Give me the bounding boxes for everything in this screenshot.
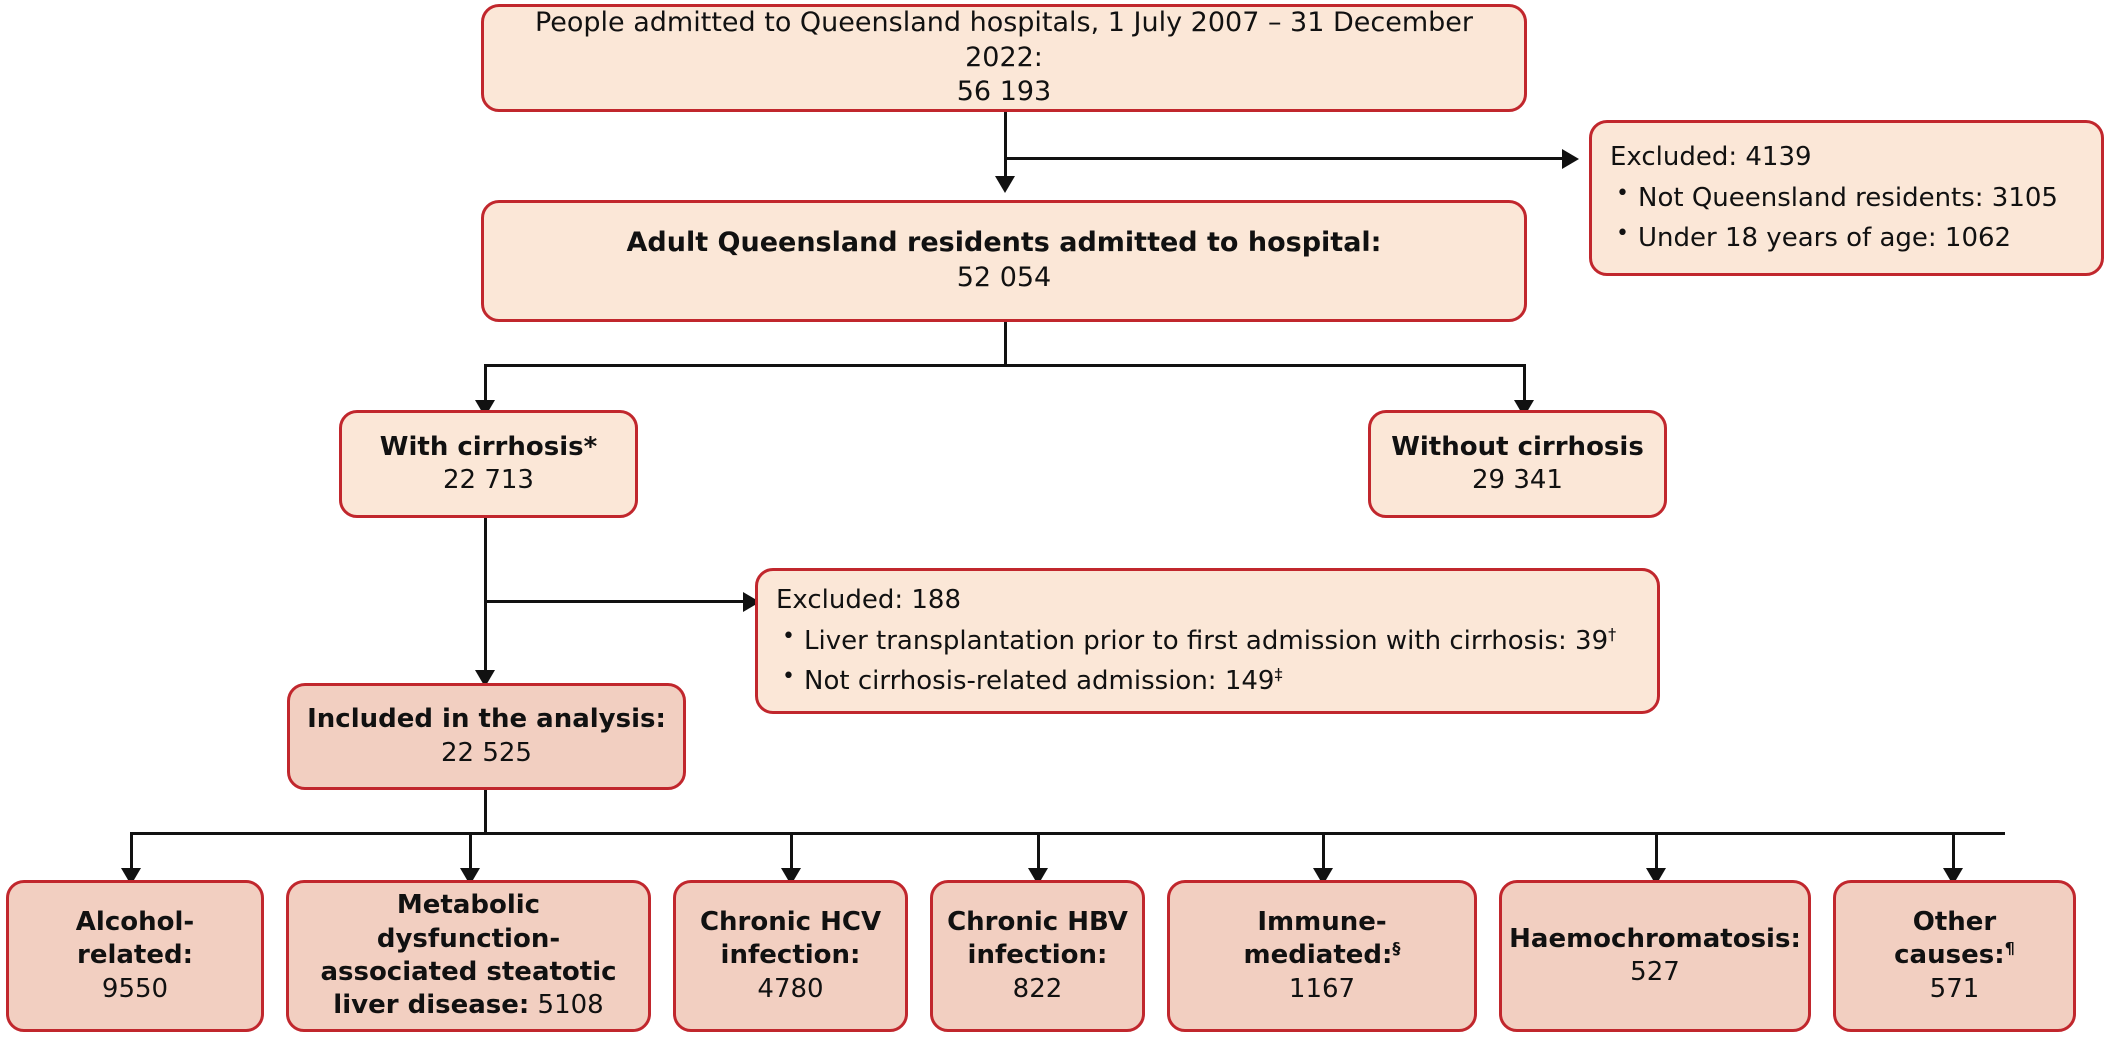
cause-title: Chronic HBV infection: <box>947 907 1128 971</box>
cause-title-sup: ¶ <box>2004 938 2015 958</box>
arrowhead-included <box>475 670 495 687</box>
cause-title: Alcohol-related: <box>75 907 195 971</box>
node-with-cirrhosis-value: 22 713 <box>443 465 534 495</box>
connector-leaf-4 <box>1322 832 1325 880</box>
excluded-mid-item2-text: Not cirrhosis-related admission: 149 <box>804 665 1275 696</box>
cause-title-text: Other causes: <box>1894 907 2005 971</box>
connector-to-excluded-top <box>1004 157 1568 160</box>
node-adult-residents: Adult Queensland residents admitted to h… <box>481 200 1527 322</box>
arrowhead-to-adult <box>995 176 1015 193</box>
node-cause-chronic-hcv: Chronic HCV infection: 4780 <box>673 880 908 1032</box>
cause-value: 4780 <box>757 973 824 1004</box>
node-total-admissions-title: People admitted to Queensland hospitals,… <box>534 7 1474 73</box>
node-included-title: Included in the analysis: <box>307 704 666 735</box>
excluded-top-item: Not Queensland residents: 3105 <box>1616 181 2058 215</box>
connector-leaf-3 <box>1037 832 1040 880</box>
connector-split-right <box>1523 364 1526 412</box>
node-adult-residents-value: 52 054 <box>956 262 1052 293</box>
node-without-cirrhosis-title: Without cirrhosis <box>1391 431 1644 462</box>
excluded-mid-item: Not cirrhosis-related admission: 149‡ <box>782 663 1616 698</box>
cause-value: 527 <box>1630 957 1680 987</box>
cause-title: Immune-mediated:§ <box>1182 906 1462 973</box>
node-adult-residents-title: Adult Queensland residents admitted to h… <box>626 227 1382 259</box>
connector-leaf-1 <box>469 832 472 880</box>
cause-title-text: Immune-mediated: <box>1243 907 1393 971</box>
connector-adult-down <box>1004 322 1007 366</box>
cause-title: Chronic HCV infection: <box>699 907 882 971</box>
node-excluded-mid-head: Excluded: 188 <box>776 585 962 616</box>
excluded-mid-item2-sup: ‡ <box>1274 663 1283 683</box>
excluded-top-item: Under 18 years of age: 1062 <box>1616 221 2058 255</box>
cause-title: Other causes:¶ <box>1848 906 2061 973</box>
node-cause-other: Other causes:¶ 571 <box>1833 880 2076 1032</box>
arrowhead-excluded-top <box>1562 149 1579 169</box>
cause-value: 571 <box>1929 973 1980 1004</box>
node-without-cirrhosis-value: 29 341 <box>1472 465 1563 495</box>
node-with-cirrhosis-title: With cirrhosis* <box>379 431 598 462</box>
node-cause-immune-mediated: Immune-mediated:§ 1167 <box>1167 880 1477 1032</box>
connector-included-down <box>484 790 487 834</box>
connector-fanout-bar <box>130 832 2005 835</box>
excluded-mid-list: Liver transplantation prior to first adm… <box>776 619 1616 698</box>
connector-leaf-5 <box>1655 832 1658 880</box>
cause-title: Metabolic dysfunction-associated steatot… <box>320 890 617 1021</box>
node-with-cirrhosis: With cirrhosis* 22 713 <box>339 410 638 518</box>
cause-value: 822 <box>1012 973 1063 1004</box>
node-cause-haemochromatosis: Haemochromatosis: 527 <box>1499 880 1811 1032</box>
node-without-cirrhosis: Without cirrhosis 29 341 <box>1368 410 1667 518</box>
node-cause-chronic-hbv: Chronic HBV infection: 822 <box>930 880 1145 1032</box>
connector-leaf-0 <box>130 832 133 880</box>
cause-value: 5108 <box>537 990 604 1021</box>
node-excluded-top: Excluded: 4139 Not Queensland residents:… <box>1589 120 2104 276</box>
connector-leaf-2 <box>790 832 793 880</box>
cause-value: 9550 <box>101 973 169 1004</box>
connector-top-to-adult <box>1004 111 1007 189</box>
cause-value: 1167 <box>1288 973 1356 1004</box>
cause-inline-wrap: Metabolic dysfunction-associated steatot… <box>301 889 636 1022</box>
node-total-admissions-value: 56 193 <box>956 76 1052 108</box>
excluded-mid-item1-sup: † <box>1608 624 1617 644</box>
node-excluded-top-head: Excluded: 4139 <box>1610 142 1812 173</box>
connector-leaf-6 <box>1952 832 1955 880</box>
excluded-mid-item1-text: Liver transplantation prior to first adm… <box>804 626 1609 657</box>
node-included-value: 22 525 <box>441 737 532 768</box>
connector-split-left <box>484 364 487 412</box>
cause-title: Haemochromatosis: <box>1509 923 1801 954</box>
cause-title-sup: § <box>1392 938 1401 958</box>
node-excluded-mid: Excluded: 188 Liver transplantation prio… <box>755 568 1660 714</box>
node-cause-alcohol-related: Alcohol-related: 9550 <box>6 880 264 1032</box>
node-cause-masld: Metabolic dysfunction-associated steatot… <box>286 880 651 1032</box>
node-included-in-analysis: Included in the analysis: 22 525 <box>287 683 686 790</box>
connector-to-excluded-mid <box>484 600 750 603</box>
excluded-top-list: Not Queensland residents: 3105 Under 18 … <box>1610 176 2058 255</box>
node-total-admissions: People admitted to Queensland hospitals,… <box>481 4 1527 112</box>
excluded-mid-item: Liver transplantation prior to first adm… <box>782 624 1617 658</box>
connector-split-bar <box>484 364 1526 367</box>
